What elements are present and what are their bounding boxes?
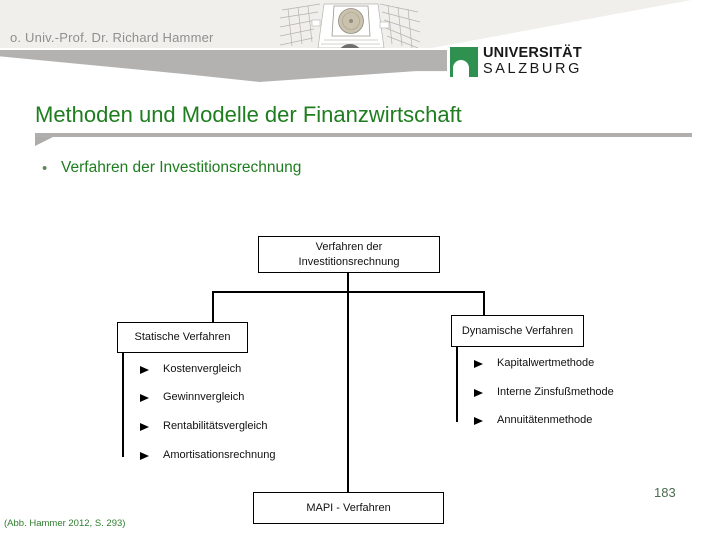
list-item: Rentabilitätsvergleich	[163, 420, 268, 432]
logo-arch-shape	[453, 60, 469, 77]
diagram-static-box: Statische Verfahren	[117, 322, 248, 353]
arrow-right-icon	[140, 394, 149, 402]
arrow-right-icon	[474, 360, 483, 368]
arrow-right-icon	[140, 366, 149, 374]
root-box-line1: Verfahren der	[315, 241, 383, 254]
source-citation: (Abb. Hammer 2012, S. 293)	[4, 518, 126, 529]
university-logo-icon	[450, 47, 478, 77]
clock-tower-image	[280, 0, 420, 48]
connector-left-drop	[212, 291, 214, 322]
title-underline	[35, 133, 692, 137]
list-item: Kostenvergleich	[163, 363, 242, 375]
bullet-item: • Verfahren der Investitionsrechnung	[42, 159, 301, 177]
list-item: Annuitätenmethode	[497, 414, 593, 426]
connector-right-drop	[483, 291, 485, 315]
university-logo-text: UNIVERSITÄT SALZBURG	[483, 45, 582, 77]
logo-line2: SALZBURG	[483, 60, 582, 77]
list-item: Interne Zinsfußmethode	[497, 386, 614, 398]
header-swoosh	[0, 50, 447, 82]
diagram-dynamic-box: Dynamische Verfahren	[451, 315, 584, 347]
arrow-right-icon	[140, 423, 149, 431]
list-item: Kapitalwertmethode	[497, 357, 595, 369]
page-number: 183	[654, 485, 676, 500]
list-item: Amortisationsrechnung	[163, 449, 276, 461]
connector-horizontal	[212, 291, 485, 293]
connector-left-branch-line	[122, 353, 124, 457]
author-name: o. Univ.-Prof. Dr. Richard Hammer	[10, 30, 214, 45]
root-box-line2: Investitionsrechnung	[298, 255, 400, 268]
arrow-right-icon	[474, 389, 483, 397]
bullet-icon: •	[42, 160, 48, 177]
arrow-right-icon	[474, 417, 483, 425]
logo-line1: UNIVERSITÄT	[483, 45, 582, 61]
arrow-right-icon	[140, 452, 149, 460]
title-underline-tip	[35, 137, 53, 146]
connector-center-spine	[347, 272, 349, 492]
page-title: Methoden und Modelle der Finanzwirtschaf…	[35, 102, 462, 127]
diagram-mapi-box: MAPI - Verfahren	[253, 492, 444, 524]
bullet-text: Verfahren der Investitionsrechnung	[61, 159, 302, 176]
connector-right-branch-line	[456, 347, 458, 422]
diagram-root-box: Verfahren der Investitionsrechnung	[258, 236, 440, 273]
list-item: Gewinnvergleich	[163, 391, 245, 403]
